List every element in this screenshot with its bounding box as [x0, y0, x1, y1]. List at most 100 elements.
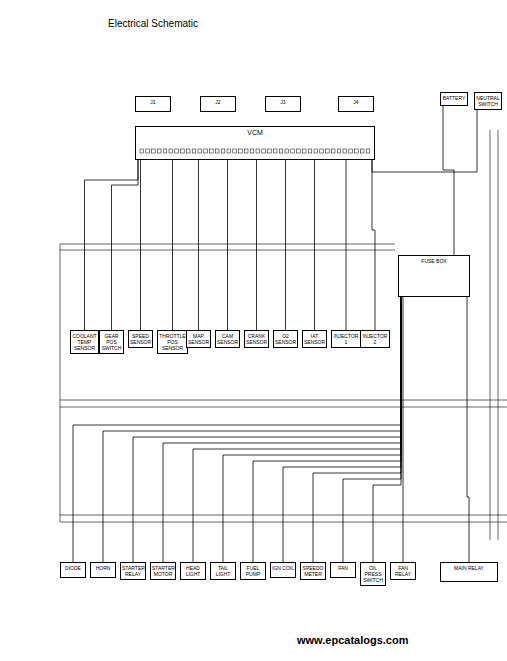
pin: [355, 149, 359, 153]
wire-connector: [346, 160, 347, 330]
component-box: FUEL PUMP: [240, 562, 266, 580]
wire-connector: [172, 160, 173, 330]
wire-connector: [372, 110, 477, 172]
connector: J2: [200, 96, 236, 112]
wire: [60, 244, 61, 522]
pin: [152, 149, 156, 153]
pin: [233, 149, 237, 153]
component-label: INJECTOR 2: [362, 333, 388, 345]
wire-connector: [285, 160, 286, 330]
pin: [360, 149, 364, 153]
pin: [221, 149, 225, 153]
component-label: HEAD LIGHT: [182, 565, 204, 577]
component-label: FUEL PUMP: [242, 565, 264, 577]
wire-connector: [85, 160, 139, 330]
pin: [192, 149, 196, 153]
wire: [490, 130, 491, 540]
pin: [210, 149, 214, 153]
component-label: O2 SENSOR: [275, 333, 296, 345]
pin: [239, 149, 243, 153]
pin: [157, 149, 161, 153]
component-label: NEUTRAL SWITCH: [476, 95, 500, 107]
control-module: VCM: [135, 126, 375, 160]
component-box: STARTER MOTOR: [150, 562, 176, 580]
component-label: TAIL LIGHT: [212, 565, 234, 577]
component-label: STARTER MOTOR: [152, 565, 174, 577]
sensor-box: THROTTLE POS SENSOR: [157, 330, 188, 354]
wire-connector: [223, 297, 401, 562]
sensor-box: SPEED SENSOR: [128, 330, 153, 348]
component-label: BATTERY: [442, 95, 466, 101]
pin: [227, 149, 231, 153]
component-box: FAN RELAY: [390, 562, 416, 580]
wire-connector: [253, 297, 401, 562]
component-label: IGN COIL: [272, 565, 294, 571]
wire-connector: [140, 160, 141, 330]
component-box: SPEEDO METER: [300, 562, 326, 580]
watermark: www.epcatalogs.com: [297, 634, 408, 646]
component-label: SPEEDO METER: [302, 565, 324, 577]
component-box: HEAD LIGHT: [180, 562, 206, 580]
pin: [326, 149, 330, 153]
pin: [366, 149, 370, 153]
pin: [215, 149, 219, 153]
wire: [60, 522, 507, 523]
sensor-box: INJECTOR 2: [360, 330, 390, 348]
wire-connector: [314, 160, 315, 330]
sensor-box: CRANK SENSOR: [244, 330, 269, 348]
sensor-box: INJECTOR 1: [331, 330, 361, 348]
component-label: GEAR POS SWITCH: [101, 333, 122, 351]
sensor-box: IAT SENSOR: [302, 330, 327, 348]
component-label: SPEED SENSOR: [130, 333, 151, 345]
component-label: J3: [267, 99, 299, 105]
pin: [343, 149, 347, 153]
wire-connector: [467, 297, 469, 562]
wire: [60, 407, 507, 408]
wire-connector: [443, 106, 454, 255]
component-box: HORN: [90, 562, 116, 578]
component-label: FAN RELAY: [392, 565, 414, 577]
sensor-box: GEAR POS SWITCH: [99, 330, 124, 354]
pin: [163, 149, 167, 153]
component-label: STARTER RELAY: [122, 565, 144, 577]
pin: [331, 149, 335, 153]
sensor-box: COOLANT TEMP SENSOR: [70, 330, 99, 354]
component-label: DIODE: [62, 565, 84, 571]
component-label: COOLANT TEMP SENSOR: [72, 333, 97, 351]
pin: [181, 149, 185, 153]
component-label: HORN: [92, 565, 114, 571]
component-box: TAIL LIGHT: [210, 562, 236, 580]
pin: [140, 149, 144, 153]
pin: [297, 149, 301, 153]
component-label: J1: [137, 99, 169, 105]
component-label: INJECTOR 1: [333, 333, 359, 345]
pin: [268, 149, 272, 153]
pin: [308, 149, 312, 153]
wire-connector: [256, 160, 257, 330]
pin: [175, 149, 179, 153]
connector: J1: [135, 96, 171, 112]
pin: [204, 149, 208, 153]
switch: NEUTRAL SWITCH: [474, 92, 502, 110]
component-box: IGN COIL: [270, 562, 296, 578]
component-label: THROTTLE POS SENSOR: [159, 333, 186, 351]
component-label: IAT SENSOR: [304, 333, 325, 345]
component-label: J2: [202, 99, 234, 105]
pin: [291, 149, 295, 153]
wire-connector: [133, 297, 401, 562]
relay-box: MAIN RELAY: [440, 562, 498, 582]
fuse-box: FUSE BOX: [398, 255, 470, 297]
component-box: DIODE: [60, 562, 86, 578]
pin: [250, 149, 254, 153]
pin: [349, 149, 353, 153]
pin: [285, 149, 289, 153]
wire-connector: [73, 297, 401, 562]
component-label: MAP SENSOR: [188, 333, 209, 345]
pin: [186, 149, 190, 153]
component-box: OIL PRESS SWITCH: [360, 562, 386, 586]
connector: J3: [265, 96, 301, 112]
pin: [169, 149, 173, 153]
wire-connector: [372, 160, 375, 330]
component-label: CRANK SENSOR: [246, 333, 267, 345]
wire: [60, 400, 507, 401]
